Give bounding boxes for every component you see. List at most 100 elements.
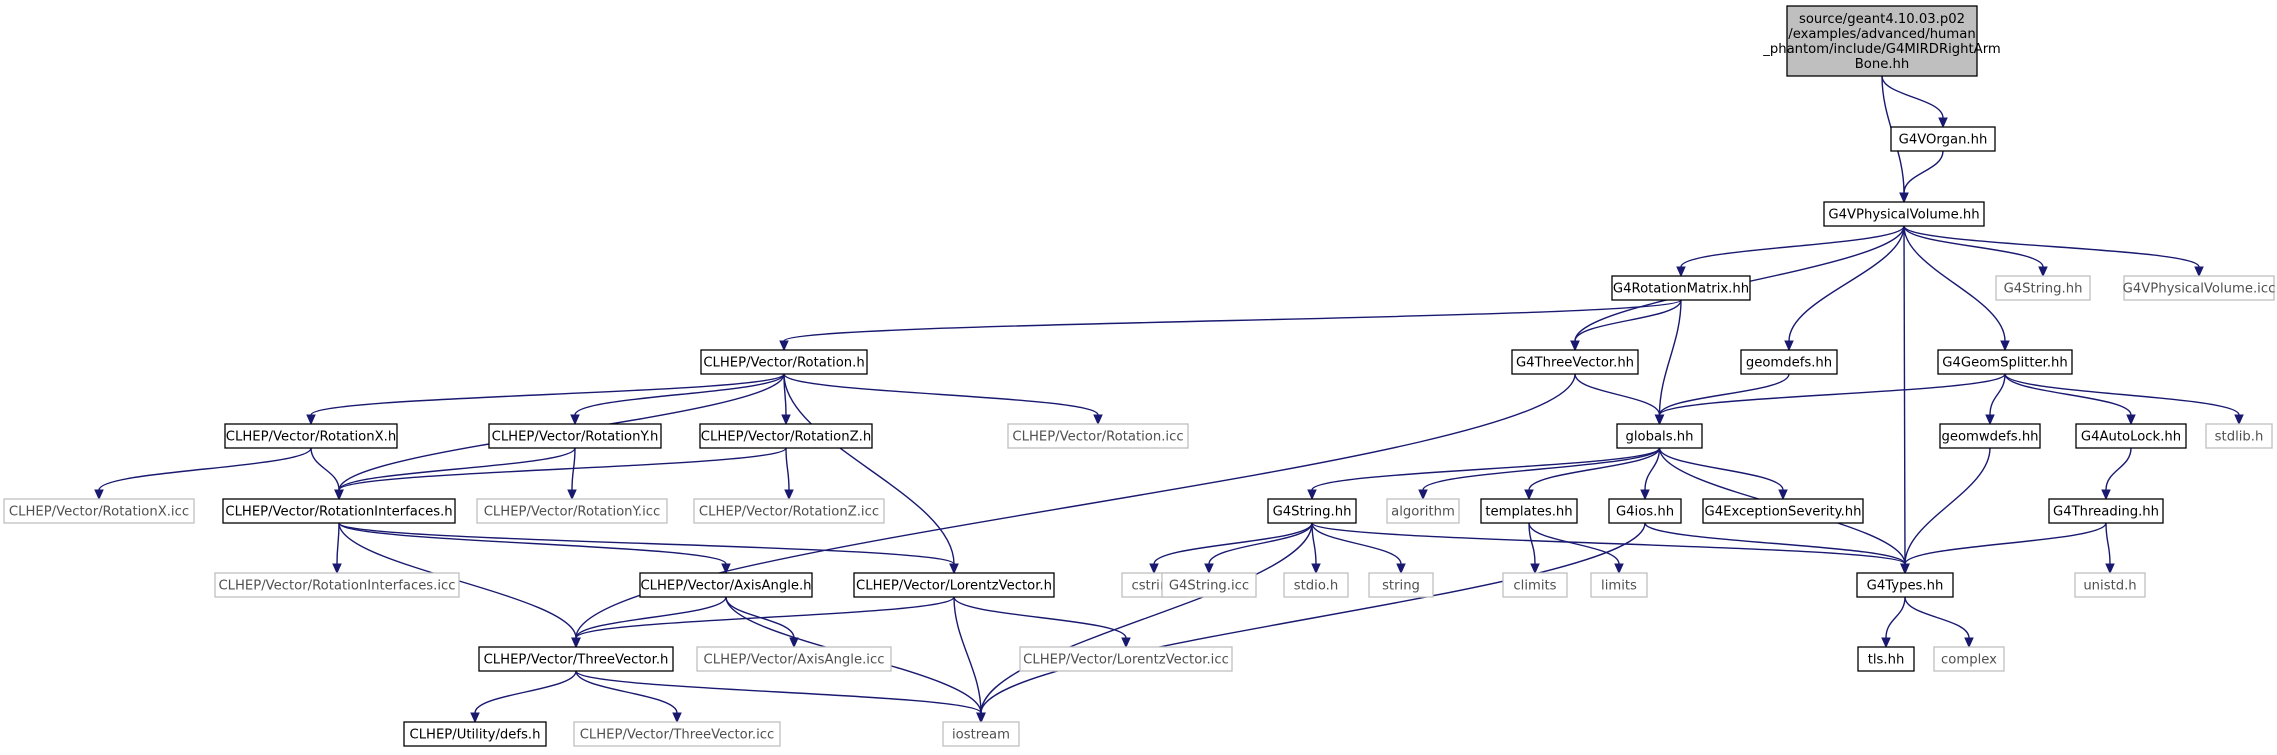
edge-g4vphysicalvolume-to-g4rotationmatrix — [1676, 225, 1905, 278]
node-label: CLHEP/Vector/RotationZ.icc — [699, 505, 879, 520]
node-g4ios[interactable]: G4ios.hh — [1608, 498, 1682, 524]
node-tls[interactable]: tls.hh — [1857, 646, 1915, 672]
node-iostream: iostream — [942, 721, 1020, 747]
graph-nodes: source/geant4.10.03.p02/examples/advance… — [3, 5, 2275, 747]
node-label: limits — [1601, 579, 1637, 594]
node-stdio: stdio.h — [1283, 572, 1349, 598]
edge-clhep_threevector-to-clhep_defs — [470, 670, 577, 724]
node-clhep-rotx[interactable]: CLHEP/Vector/RotationX.h — [224, 423, 398, 449]
node-label: CLHEP/Vector/Rotation.icc — [1012, 430, 1183, 445]
node-label: G4VOrgan.hh — [1899, 133, 1988, 148]
node-label: G4Threading.hh — [2053, 505, 2159, 520]
edge-clhep_rotation-to-clhep_lorentz — [783, 373, 959, 575]
edge-g4vphysicalvolume-to-g4geomsplitter — [1903, 225, 2010, 352]
node-globals[interactable]: globals.hh — [1616, 423, 1703, 449]
node-clhep-defs[interactable]: CLHEP/Utility/defs.h — [403, 721, 547, 747]
edge-clhep_rotif-to-clhep_lorentz — [338, 522, 959, 575]
node-label: CLHEP/Vector/RotationInterfaces.h — [225, 505, 452, 520]
node-label: string — [1382, 579, 1420, 594]
edge-g4vphysicalvolume-to-g4types — [1900, 225, 1910, 575]
node-g4string-ext: G4String.hh — [1995, 275, 2091, 301]
node-label: G4RotationMatrix.hh — [1613, 282, 1749, 297]
edge-g4vphysicalvolume-to-geomdefs — [1784, 225, 1905, 352]
node-g4threevector[interactable]: G4ThreeVector.hh — [1511, 349, 1639, 375]
edge-templates-to-climits — [1528, 522, 1540, 575]
node-clhep-axisangle-icc: CLHEP/Vector/AxisAngle.icc — [696, 646, 892, 672]
node-g4exceptionseverity[interactable]: G4ExceptionSeverity.hh — [1702, 498, 1864, 524]
node-label: CLHEP/Vector/RotationInterfaces.icc — [218, 579, 455, 594]
node-g4vorgan[interactable]: G4VOrgan.hh — [1890, 126, 1996, 152]
edge-clhep_rotif-to-clhep_axisangle — [338, 522, 731, 575]
node-label: G4Types.hh — [1867, 579, 1944, 594]
edge-globals-to-g4ios — [1640, 447, 1661, 501]
node-stdlib: stdlib.h — [2205, 423, 2273, 449]
node-label: CLHEP/Vector/RotationX.icc — [9, 505, 189, 520]
edge-clhep_threevector-to-clhep_threevector_icc — [575, 670, 682, 724]
node-g4autolock[interactable]: G4AutoLock.hh — [2075, 423, 2187, 449]
node-g4geomsplitter[interactable]: G4GeomSplitter.hh — [1937, 349, 2073, 375]
edge-clhep_threevector-to-iostream — [575, 670, 986, 724]
edge-clhep_rotx-to-clhep_rotx_icc — [94, 447, 312, 501]
node-clhep-rotz[interactable]: CLHEP/Vector/RotationZ.h — [699, 423, 873, 449]
edge-clhep_rotation-to-clhep_rotx — [306, 373, 785, 426]
edge-g4vphysicalvolume-to-g4vphysicalvolume_icc — [1903, 225, 2204, 278]
node-label: CLHEP/Vector/RotationZ.h — [701, 430, 871, 445]
edge-g4geomsplitter-to-geomwdefs — [1985, 373, 2006, 426]
node-clhep-axisangle[interactable]: CLHEP/Vector/AxisAngle.h — [639, 572, 813, 598]
node-label: geomwdefs.hh — [1941, 430, 2038, 445]
node-g4threading[interactable]: G4Threading.hh — [2048, 498, 2164, 524]
node-clhep-threevector[interactable]: CLHEP/Vector/ThreeVector.h — [478, 646, 674, 672]
node-label: globals.hh — [1626, 430, 1694, 445]
node-label: G4String.icc — [1169, 579, 1249, 594]
node-label: CLHEP/Vector/LorentzVector.h — [856, 579, 1052, 594]
node-climits: climits — [1502, 572, 1568, 598]
edge-clhep_rotz-to-clhep_rotz_icc — [784, 447, 794, 501]
node-clhep-lorentz[interactable]: CLHEP/Vector/LorentzVector.h — [853, 572, 1055, 598]
edge-g4vorgan-to-g4vphysicalvolume — [1899, 150, 1944, 204]
edge-clhep_roty-to-clhep_rotif — [334, 447, 576, 501]
node-geomwdefs[interactable]: geomwdefs.hh — [1939, 423, 2041, 449]
node-label: CLHEP/Vector/RotationY.icc — [484, 505, 661, 520]
edge-globals-to-algorithm — [1418, 447, 1661, 501]
node-label: complex — [1941, 653, 1997, 668]
edge-g4types-to-complex — [1904, 596, 1974, 649]
node-root: source/geant4.10.03.p02/examples/advance… — [1762, 5, 2001, 77]
node-label: CLHEP/Vector/ThreeVector.icc — [580, 728, 775, 743]
node-clhep-rotation[interactable]: CLHEP/Vector/Rotation.h — [700, 349, 868, 375]
node-g4types[interactable]: G4Types.hh — [1856, 572, 1954, 598]
edge-g4ios-to-g4types — [1644, 522, 1910, 575]
node-label: G4GeomSplitter.hh — [1942, 356, 2068, 371]
node-clhep-roty[interactable]: CLHEP/Vector/RotationY.h — [488, 423, 662, 449]
edge-g4string-to-iostream — [976, 522, 1313, 724]
edge-clhep_rotation-to-clhep_rotation_icc — [783, 373, 1103, 426]
node-g4rotationmatrix[interactable]: G4RotationMatrix.hh — [1611, 275, 1751, 301]
node-label: templates.hh — [1485, 505, 1572, 520]
edge-g4string-to-cstring — [1149, 522, 1313, 575]
edge-g4geomsplitter-to-g4autolock — [2004, 373, 2136, 426]
edge-g4threevector-to-globals — [1574, 373, 1665, 426]
edge-clhep_axisangle-to-clhep_threevector — [571, 596, 727, 649]
edge-globals-to-g4string — [1307, 447, 1661, 501]
edge-clhep_roty-to-clhep_roty_icc — [567, 447, 577, 501]
node-limits: limits — [1590, 572, 1648, 598]
node-clhep-rotif[interactable]: CLHEP/Vector/RotationInterfaces.h — [222, 498, 456, 524]
node-label: G4ios.hh — [1616, 505, 1674, 520]
edge-g4rotationmatrix-to-clhep_rotation — [779, 299, 1682, 352]
node-string: string — [1368, 572, 1434, 598]
node-clhep-rotz-icc: CLHEP/Vector/RotationZ.icc — [693, 498, 885, 524]
node-geomdefs[interactable]: geomdefs.hh — [1740, 349, 1838, 375]
node-label: geomdefs.hh — [1746, 356, 1832, 371]
node-g4vphysicalvolume[interactable]: G4VPhysicalVolume.hh — [1823, 201, 1985, 227]
edge-g4autolock-to-g4threading — [2101, 447, 2132, 501]
node-clhep-rotx-icc: CLHEP/Vector/RotationX.icc — [3, 498, 195, 524]
edge-g4string-to-g4string_icc — [1204, 522, 1313, 575]
node-label: climits — [1513, 579, 1556, 594]
node-templates[interactable]: templates.hh — [1480, 498, 1578, 524]
node-label: CLHEP/Vector/AxisAngle.h — [640, 579, 811, 594]
node-g4vphysicalvolume-icc: G4VPhysicalVolume.icc — [2123, 275, 2275, 301]
node-label: G4String.hh — [1273, 505, 1352, 520]
node-clhep-threevector-icc: CLHEP/Vector/ThreeVector.icc — [573, 721, 781, 747]
node-g4string[interactable]: G4String.hh — [1267, 498, 1357, 524]
node-label: G4ExceptionSeverity.hh — [1705, 505, 1862, 520]
edge-templates-to-limits — [1528, 522, 1624, 575]
